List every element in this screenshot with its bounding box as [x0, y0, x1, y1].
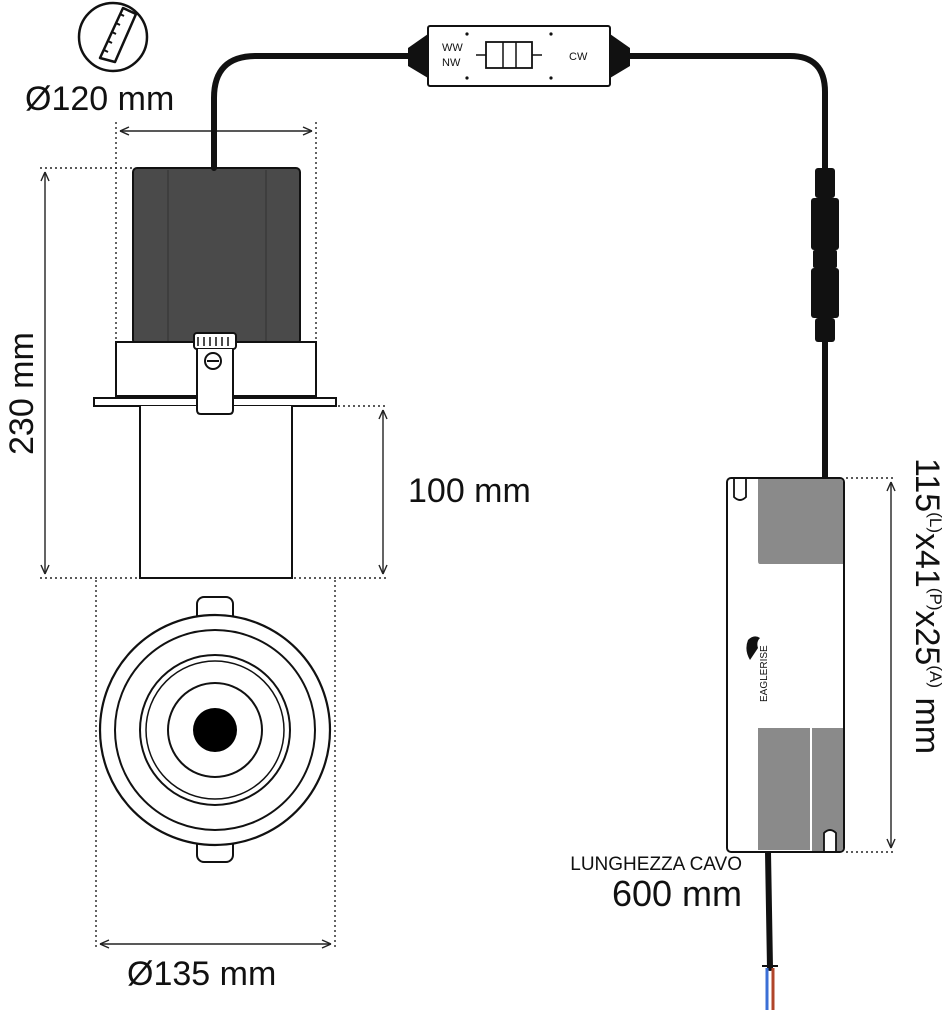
- outer-diameter-dimension: [99, 939, 332, 949]
- cable-luminaire-to-switch: [211, 53, 413, 171]
- luminaire-front-view: [95, 580, 336, 950]
- driver-top-cap: [758, 479, 843, 564]
- cutout-diameter-label: Ø120 mm: [25, 80, 174, 118]
- wire-ends: [762, 965, 778, 1010]
- eaglerise-logo-icon: [746, 636, 760, 660]
- led-driver: EAGLERISE: [726, 477, 845, 853]
- lower-body: [139, 406, 293, 579]
- total-height-dimension: [40, 167, 138, 579]
- switch-label-nw: NW: [442, 57, 461, 69]
- switch-label-ww: WW: [442, 42, 463, 54]
- driver-size-label: 115(L)x41(P)x25(A) mm: [908, 458, 946, 754]
- cct-switch: [485, 41, 533, 69]
- cct-selector-box: WW NW CW: [408, 25, 630, 87]
- inline-connector: [811, 168, 839, 342]
- cutout-diameter-dimension: [115, 122, 317, 340]
- total-height-label: 230 mm: [3, 332, 41, 455]
- cable-length-caption: LUNGHEZZA CAVO: [570, 854, 742, 875]
- cables: [211, 53, 828, 971]
- outer-diameter-label: Ø135 mm: [127, 955, 276, 993]
- driver-size-dimension: [846, 477, 896, 853]
- saw-cutout-icon: [77, 1, 149, 73]
- driver-bottom-cap: [760, 728, 843, 851]
- luminaire-side-view: [93, 167, 337, 579]
- switch-label-cw: CW: [569, 51, 588, 63]
- spring-clip: [193, 332, 237, 415]
- body-height-dimension: [294, 405, 388, 579]
- cable-switch-to-connector: [625, 53, 828, 171]
- lens: [193, 708, 237, 752]
- body-height-label: 100 mm: [408, 472, 531, 510]
- cable-output: [765, 849, 773, 971]
- driver-brand: EAGLERISE: [759, 645, 770, 702]
- upper-housing: [132, 167, 301, 345]
- cable-length-value: 600 mm: [612, 873, 742, 914]
